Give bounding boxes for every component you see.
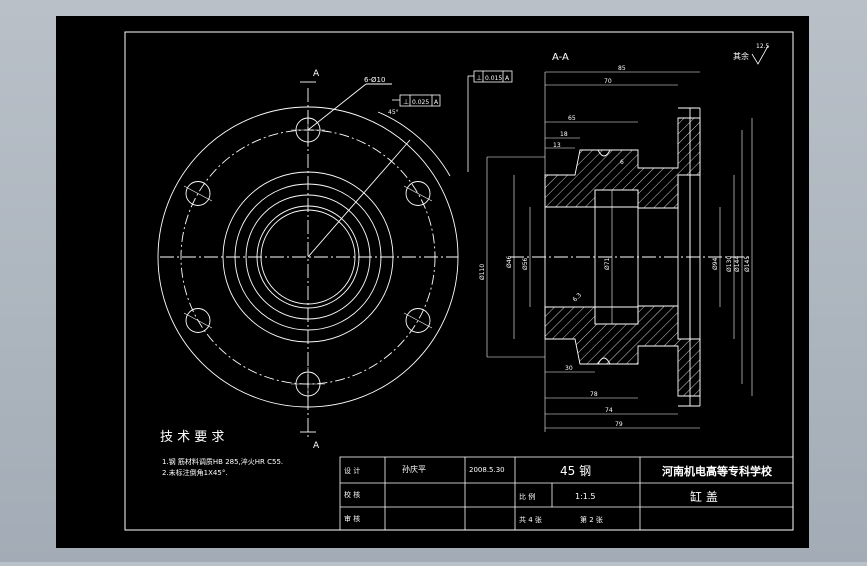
bolt-hole	[185, 308, 211, 333]
bolt-hole	[185, 181, 211, 206]
bolt-hole	[405, 308, 431, 333]
rough-local-label: 6.3	[571, 292, 583, 304]
dim-top-13: 13	[553, 142, 561, 149]
svg-text:⊥: ⊥	[403, 98, 409, 106]
svg-text:A: A	[505, 75, 510, 82]
dim-side-46: Ø46	[506, 255, 513, 268]
front-view	[157, 81, 459, 440]
dim-bottom-30: 30	[565, 365, 573, 372]
svg-text:2008.5.30: 2008.5.30	[469, 466, 505, 474]
dim-side-110: Ø110	[479, 264, 486, 280]
hub-circle-1	[222, 171, 394, 343]
dim-top-18: 18	[560, 131, 568, 138]
bolt-hole	[405, 181, 431, 206]
dim-side-94: Ø94	[712, 257, 719, 270]
section-view	[510, 107, 750, 407]
svg-text:12.5: 12.5	[756, 43, 770, 50]
technical-requirements: 技 术 要 求 1.钢 筋材料调质HB 285,淬火HR C55. 2.未标注倒…	[160, 430, 283, 477]
dim-side-144: Ø144	[734, 256, 741, 272]
hub-circle-2	[234, 183, 382, 331]
tech-req-item: 1.钢 筋材料调质HB 285,淬火HR C55.	[162, 457, 283, 466]
bolt-leader-line	[307, 83, 367, 131]
tech-req-item: 2.未标注倒角1X45°.	[162, 468, 228, 477]
svg-text:0.025: 0.025	[412, 99, 429, 106]
position-tolerance-frame: ⊥ 0.025 A	[392, 94, 441, 107]
holes-callout: 6-Ø10	[364, 76, 385, 84]
svg-text:1:1.5: 1:1.5	[575, 492, 596, 501]
svg-text:孙庆平: 孙庆平	[402, 464, 426, 474]
dim-bottom-78: 78	[590, 391, 598, 398]
svg-text:第 2 张: 第 2 张	[580, 515, 603, 524]
material-label: 45 钢	[560, 464, 591, 478]
svg-text:0.015: 0.015	[485, 75, 502, 82]
svg-text:校 核: 校 核	[344, 490, 360, 499]
cut-label-bottom: A	[313, 441, 320, 451]
cut-label-top: A	[313, 69, 320, 79]
dim-bottom-74: 74	[605, 407, 613, 414]
dim-top-70: 70	[604, 78, 612, 85]
svg-text:设 计: 设 计	[344, 466, 360, 475]
svg-text:⊥: ⊥	[476, 74, 482, 82]
dim-bottom-79: 79	[615, 421, 623, 428]
angle-arc	[377, 111, 451, 177]
roughness-symbol: 其余 12.5	[733, 43, 770, 65]
dim-side-56: Ø56	[522, 257, 529, 270]
part-name: 缸 盖	[690, 489, 718, 504]
flange-outer-circle	[157, 106, 459, 408]
dim-side-145: Ø145	[744, 256, 751, 272]
dim-top-65: 65	[568, 115, 576, 122]
svg-text:共 4 张: 共 4 张	[519, 515, 542, 524]
front-view-text: A A 6-Ø10 45°	[313, 69, 399, 451]
hub-circle-3	[245, 194, 371, 320]
chamfer-label: 6	[620, 159, 624, 166]
school-name: 河南机电高等专科学校	[662, 464, 773, 478]
bore-inner-circle	[260, 209, 356, 305]
radius-leader-line	[307, 139, 411, 258]
dim-top-85: 85	[618, 65, 626, 72]
svg-text:比 例: 比 例	[519, 492, 535, 501]
section-label: A-A	[552, 52, 569, 63]
title-block	[339, 456, 794, 531]
bore-circle	[256, 205, 360, 309]
angle-label: 45°	[388, 109, 399, 116]
section-dimension-text: 85 70 65 18 13 30 78 74 79 Ø110 Ø46 Ø56 …	[479, 65, 751, 428]
dim-side-71: Ø71	[604, 257, 611, 270]
section-dimension-lines	[486, 71, 753, 432]
perpendicularity-tolerance-frame: ⊥ 0.015 A	[467, 70, 513, 172]
svg-text:审 核: 审 核	[344, 514, 360, 523]
tech-req-title: 技 术 要 求	[160, 430, 224, 445]
title-block-text: 设 计 孙庆平 2008.5.30 校 核 审 核 45 钢 河南机电高等专科学…	[344, 464, 773, 524]
dim-side-130: Ø130	[726, 256, 733, 272]
svg-text:其余: 其余	[733, 51, 749, 61]
svg-text:A: A	[434, 99, 439, 106]
